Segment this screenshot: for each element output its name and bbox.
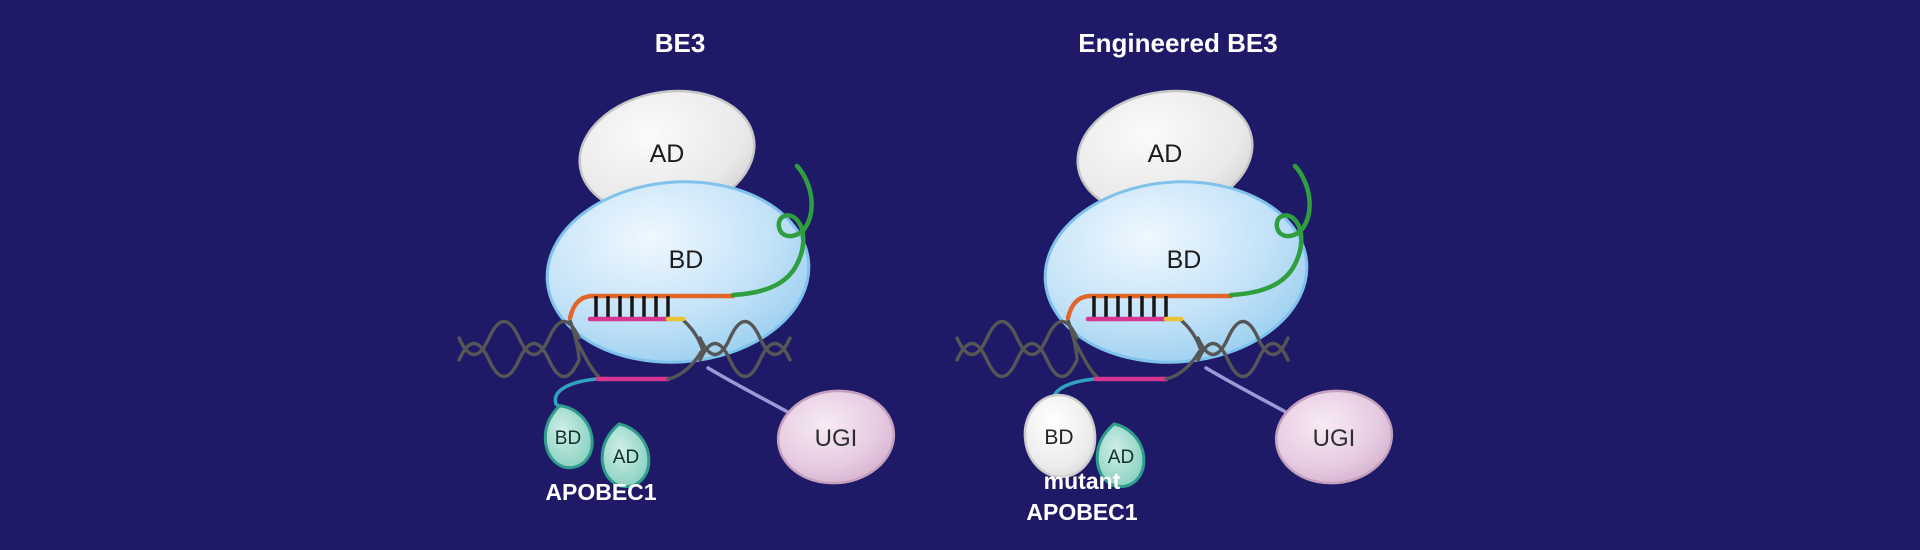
mutant-apobec-name-line2: APOBEC1: [1026, 499, 1137, 525]
ad-label: AD: [1148, 140, 1183, 168]
apobec-name: APOBEC1: [545, 479, 656, 505]
ad-label: AD: [650, 140, 685, 168]
mutant-apobec-bd-label: BD: [1044, 426, 1073, 449]
mutant-apobec-bd-oval: [1023, 393, 1097, 479]
apobec-bd-label: BD: [555, 428, 581, 449]
panel-engineered-be3: Engineered BE3 AD BD BD AD mutant APOBEC…: [957, 28, 1396, 525]
bd-label: BD: [1167, 246, 1202, 274]
mutant-apobec-ad-label: AD: [1108, 447, 1134, 468]
ugi-label: UGI: [815, 425, 858, 452]
panel-title: Engineered BE3: [1078, 28, 1277, 58]
apobec-ad-label: AD: [613, 447, 639, 468]
bd-label: BD: [669, 246, 704, 274]
panel-be3: BE3 AD BD BD AD APOBEC1 UGI: [459, 28, 898, 505]
ugi-label: UGI: [1313, 425, 1356, 452]
mutant-apobec-name-line1: mutant: [1044, 468, 1121, 494]
panel-title: BE3: [655, 28, 706, 58]
